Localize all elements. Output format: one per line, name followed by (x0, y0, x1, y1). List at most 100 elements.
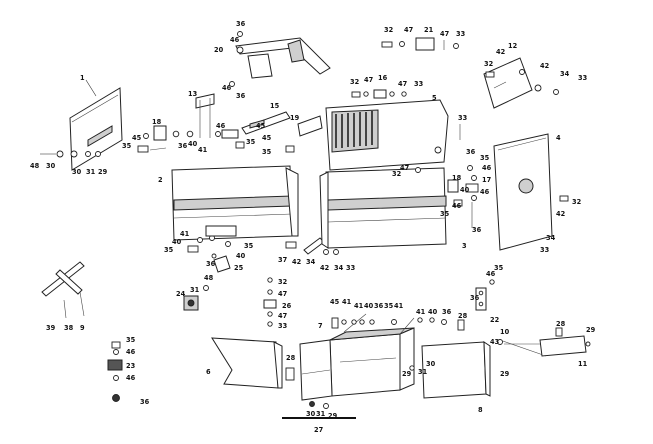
callout-41-panel: 41 (180, 230, 190, 238)
callout-46-stack-b: 46 (126, 374, 136, 382)
callout-22: 22 (490, 316, 500, 324)
callout-31-door: 31 (418, 368, 428, 376)
bolt-28-rod (555, 327, 563, 337)
callout-41-box-c: 41 (394, 302, 404, 310)
callout-43: 43 (490, 338, 500, 346)
callout-35-box: 35 (384, 302, 394, 310)
callout-46-hinge: 46 (486, 270, 496, 278)
callout-42-12: 42 (540, 62, 550, 70)
callout-47-col: 47 (278, 290, 288, 298)
callout-32-col: 32 (278, 278, 288, 286)
callout-45-left: 45 (132, 134, 142, 142)
callout-33-plate4: 33 (540, 246, 550, 254)
part-13-bracket (195, 93, 215, 138)
bolt-32-12 (485, 71, 495, 78)
callout-46-top: 46 (230, 36, 240, 44)
part-2-left-panel (171, 165, 299, 241)
callout-18-right: 18 (452, 174, 462, 182)
callout-46-right-c: 46 (452, 202, 462, 210)
callout-36-hinge: 36 (470, 294, 480, 302)
callout-35-mid: 35 (246, 138, 256, 146)
callout-35-right: 35 (440, 210, 450, 218)
callout-36-cluster: 36 (466, 148, 476, 156)
callout-24: 24 (176, 290, 186, 298)
callout-41-box-b: 41 (354, 302, 364, 310)
callout-41-box-d: 41 (416, 308, 426, 316)
hardware-plate-1 (40, 150, 101, 158)
callout-36-right: 36 (472, 226, 482, 234)
callout-31-box: 31 (316, 410, 326, 418)
callout-46-row: 46 (216, 122, 226, 130)
callout-46-13: 46 (222, 84, 232, 92)
callout-11: 11 (578, 360, 588, 368)
callout-41-row: 41 (198, 146, 208, 154)
callout-13: 13 (188, 90, 198, 98)
callout-35-mid-b: 35 (262, 148, 272, 156)
callout-47-col-b: 47 (278, 312, 288, 320)
callout-2: 2 (158, 176, 163, 184)
part-20-top-bracket (235, 37, 331, 79)
callout-28-door: 28 (458, 312, 468, 320)
nut-46-hinge (489, 279, 495, 285)
callout-32-plate4: 32 (572, 198, 582, 206)
callout-1: 1 (80, 74, 85, 82)
callout-47-above5-b: 47 (398, 80, 408, 88)
callout-31-left: 31 (86, 168, 96, 176)
bolt-32-plate4 (559, 195, 569, 202)
hardware-above-5 (351, 89, 407, 99)
callout-42-row: 42 (292, 258, 302, 266)
part-15-strip (241, 111, 291, 135)
callout-45-box: 45 (330, 298, 340, 306)
figure-number: 27 (314, 426, 324, 434)
callout-36-13: 36 (236, 92, 246, 100)
callout-15: 15 (270, 102, 280, 110)
part-3-right-panel (319, 167, 447, 249)
callout-36-stack: 36 (140, 398, 150, 406)
nut-36-top (237, 31, 243, 37)
nut-30-box (309, 401, 315, 407)
callout-46-cluster: 46 (482, 164, 492, 172)
hardware-column-26 (263, 277, 277, 327)
callout-32-above5: 32 (350, 78, 360, 86)
callout-33-top: 33 (456, 30, 466, 38)
callout-45-mid-b: 45 (262, 134, 272, 142)
callout-47-top-b: 47 (440, 30, 450, 38)
callout-32-12: 32 (484, 60, 494, 68)
part-9-lever (41, 261, 85, 319)
nut-29-door (409, 365, 415, 371)
callout-40-box: 40 (364, 302, 374, 310)
callout-34-12: 34 (560, 70, 570, 78)
callout-20: 20 (214, 46, 224, 54)
nut-34-12 (553, 89, 559, 95)
callout-40-box-b: 40 (428, 308, 438, 316)
callout-35-cluster: 35 (480, 154, 490, 162)
callout-7: 7 (318, 322, 323, 330)
callout-29-door: 29 (402, 370, 412, 378)
callout-28-box: 28 (286, 354, 296, 362)
part-8-door-panel (421, 341, 491, 399)
callout-30-left: 30 (46, 162, 56, 170)
callout-47-12: 42 (496, 48, 506, 56)
callout-47-top: 47 (404, 26, 414, 34)
callout-17: 17 (482, 176, 492, 184)
callout-16: 16 (378, 74, 388, 82)
part-24-block (183, 295, 199, 311)
part-6-side-plate (211, 337, 283, 389)
callout-26: 26 (282, 302, 292, 310)
callout-36-top: 36 (236, 20, 246, 28)
callout-34-row-b: 34 (334, 264, 344, 272)
callout-35-left: 35 (122, 142, 132, 150)
part-4-right-end-plate (493, 133, 553, 251)
nut-13 (229, 81, 235, 87)
callout-36-box-b: 36 (442, 308, 452, 316)
callout-5: 5 (432, 94, 437, 102)
washer-42-12 (534, 84, 542, 92)
callout-37: 37 (278, 256, 288, 264)
nut-47-right (415, 167, 421, 173)
callout-40-panel-r: 40 (236, 252, 246, 260)
part-23-stack (107, 341, 123, 402)
part-7-box-frame (299, 313, 415, 401)
callout-23: 23 (126, 362, 136, 370)
callout-32-top: 32 (384, 26, 394, 34)
